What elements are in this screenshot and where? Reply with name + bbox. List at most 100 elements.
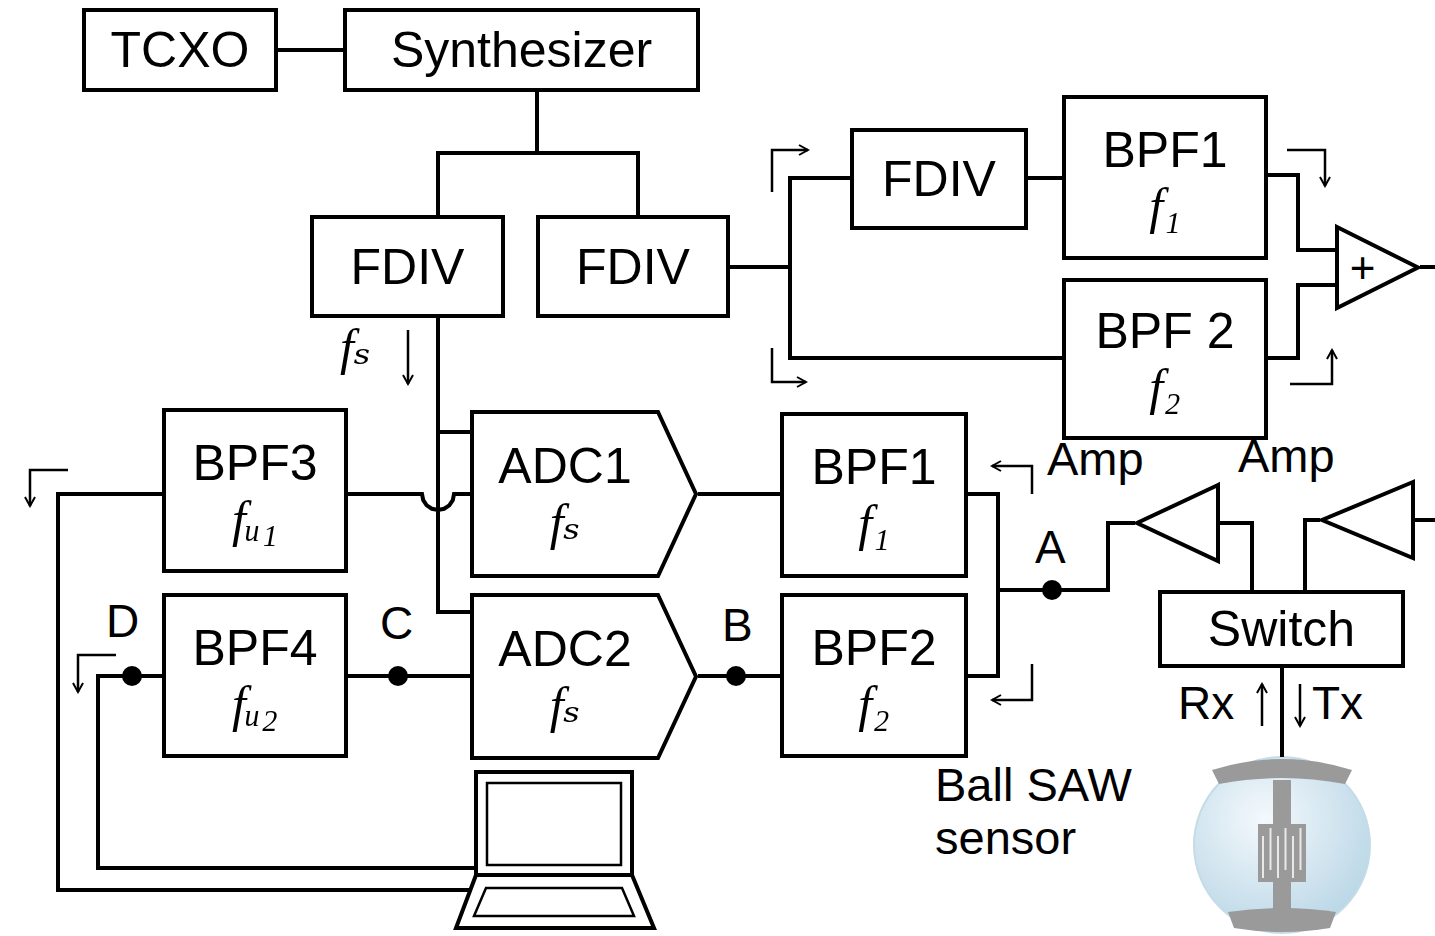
idt-finger [1292,836,1294,878]
sensor-node: Ball SAW sensor [1194,757,1370,933]
idt [1258,824,1306,882]
signal-wire [1280,668,1284,757]
node-label: Synthesizer [391,22,652,78]
node-text-holder: BPF4fᵤ₂ [166,597,344,754]
node-text-holder: + [1335,225,1420,310]
node-label: FDIV [882,151,996,207]
signal-wire [730,267,1062,358]
ball [1194,757,1370,933]
idt-finger [1277,836,1279,878]
node-label: BPF1 [1102,122,1227,178]
process-box: Synthesizer [343,8,700,92]
node-label: Amp [1238,430,1335,483]
node-text-holder: BPF2f₂ [784,597,964,754]
process-box: FDIV [850,128,1028,230]
idt-finger [1270,828,1272,870]
process-box: FDIV [536,215,730,318]
idt-finger [1285,828,1287,870]
amplifier-symbol: Amp [1135,483,1220,563]
frequency-label: f₁ [1149,178,1180,234]
node-label: FDIV [351,239,465,295]
node-label: FDIV [576,239,690,295]
node-text-holder: FDIV [314,219,501,314]
process-box: BPF2f₂ [780,593,968,758]
outline-polygon [1137,485,1218,561]
process-box: TCXO [82,8,278,92]
node-label: BPF 2 [1096,303,1235,359]
signal-wire [1220,523,1252,590]
signal-wire [278,48,343,52]
node-label: Switch [1208,601,1355,657]
signal-wire [1028,176,1062,180]
signal-wire [1268,285,1335,358]
point-label: C [380,598,413,649]
process-box: BPF3fᵤ₁ [162,408,348,573]
signal-label: fₛ [340,320,371,375]
node-text-holder: BPF1f₁ [1066,99,1264,256]
node-label: TCXO [111,22,250,78]
idt-finger [1300,828,1302,870]
frequency-label: f₂ [1149,359,1180,415]
direction-arrow [30,470,68,506]
node-label: BPF2 [811,620,936,676]
adder-symbol: + [1335,225,1420,310]
node-label: Ball SAW sensor [935,759,1185,864]
direction-arrow [1287,150,1325,186]
process-box: Switch [1158,590,1405,668]
signal-wire [698,492,780,496]
laptop-display [487,783,621,865]
node-text-holder: BPF1f₁ [784,416,964,574]
node-text-holder: Amp [1238,430,1335,483]
idt-finger [1262,836,1264,878]
signal-wire [438,318,470,432]
direction-arrow [1299,684,1302,726]
node-label: BPF3 [192,435,317,491]
direction-arrow [1261,684,1264,726]
direction-arrow [992,466,1032,494]
node-text-holder: FDIV [540,219,726,314]
point-label: A [1035,522,1066,573]
node-outline [470,593,698,760]
process-box: BPF 2f₂ [1062,278,1268,440]
output-wire [1420,265,1435,269]
laptop-icon [456,772,654,928]
node-dot [122,666,142,686]
ball-saw-illustration [1194,757,1370,933]
process-box: FDIV [310,215,505,318]
electrode [1273,780,1291,826]
laptop-keyboard [474,888,634,916]
laptop-base [456,875,654,928]
node-text-holder: BPF 2f₂ [1066,282,1264,436]
node-label: BPF4 [192,620,317,676]
process-box: BPF1f₁ [780,412,968,578]
laptop-screen [476,772,632,875]
node-label: + [1350,243,1376,292]
node-outline [1135,483,1220,563]
signal-wire [1305,520,1320,590]
frequency-label: fₛ [550,677,581,733]
electrode [1228,908,1336,932]
point-label: D [106,596,139,647]
frequency-label: fᵤ₂ [232,676,278,732]
signal-wire [438,92,537,215]
signal-wire [968,523,1135,676]
node-text-holder: Switch [1162,594,1401,664]
frequency-label: fᵤ₁ [232,491,278,547]
signal-wire [348,494,470,510]
node-label: ADC1 [498,438,631,494]
node-label: BPF1 [811,439,936,495]
node-text-holder: Ball SAW sensor [935,759,1185,864]
adc-block: ADC2fₛ [470,593,698,760]
signal-wire [730,178,850,267]
node-outline [1335,225,1420,310]
node-text-holder: ADC1fₛ [470,410,698,578]
signal-wire [698,674,780,678]
signal-wire [348,674,470,678]
direction-label: Rx [1178,678,1234,729]
frequency-label: fₛ [550,494,581,550]
process-box: BPF4fᵤ₂ [162,593,348,758]
direction-label: Tx [1312,678,1363,729]
node-text-holder: Amp [1047,433,1144,486]
process-box: BPF1f₁ [1062,95,1268,260]
node-text-holder: BPF3fᵤ₁ [166,412,344,569]
